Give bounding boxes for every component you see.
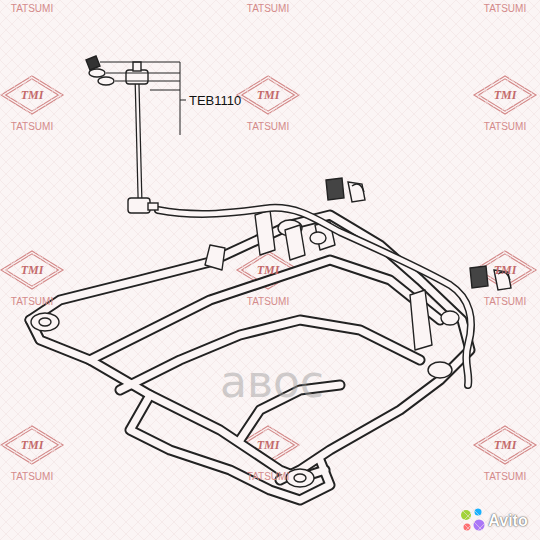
- watermark-text: TATSUMI: [247, 4, 289, 14]
- watermark-logo: TMI: [257, 439, 280, 451]
- stabilizer-bar: [158, 208, 471, 385]
- watermark-text: TATSUMI: [11, 472, 53, 482]
- subframe: [30, 210, 470, 500]
- watermark-text: TATSUMI: [247, 297, 289, 307]
- stabilizer-bushings: [310, 178, 511, 325]
- watermark-logo: TMI: [494, 264, 517, 276]
- watermark-logo: TMI: [257, 89, 280, 101]
- watermark-text: TATSUMI: [247, 122, 289, 132]
- watermark-text: TATSUMI: [484, 4, 526, 14]
- watermark-logo: TMI: [494, 89, 517, 101]
- watermark-logo: TMI: [21, 264, 44, 276]
- watermark-logo: TMI: [21, 439, 44, 451]
- watermark-brand: авос: [220, 360, 324, 404]
- watermark-text: TATSUMI: [484, 122, 526, 132]
- watermark-text: TATSUMI: [484, 472, 526, 482]
- watermark-text: TATSUMI: [247, 472, 289, 482]
- watermark-text: TATSUMI: [484, 297, 526, 307]
- stabilizer-link: [86, 56, 158, 213]
- watermark-logo: TMI: [257, 264, 280, 276]
- watermark-text: TATSUMI: [11, 297, 53, 307]
- watermark-avito: Avito: [488, 513, 527, 529]
- watermark-logo: TMI: [494, 439, 517, 451]
- watermark-text: TATSUMI: [11, 122, 53, 132]
- part-number: TEB1110: [189, 94, 241, 107]
- callout-bracket: [100, 62, 186, 135]
- watermark-text: TATSUMI: [11, 4, 53, 14]
- watermark-logo: TMI: [21, 89, 44, 101]
